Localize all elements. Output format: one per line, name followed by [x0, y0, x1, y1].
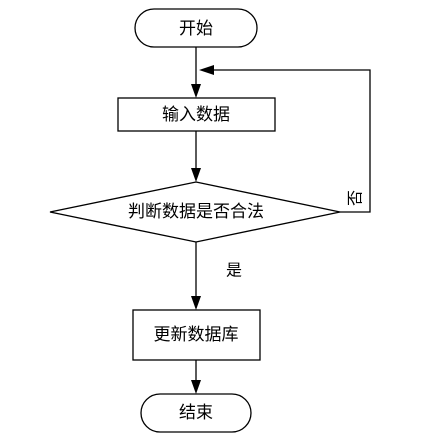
node-update-label: 更新数据库	[154, 325, 239, 345]
edge-check-to-input-arrowhead	[199, 65, 214, 75]
node-end: 结束	[140, 393, 252, 433]
node-end-shape	[140, 393, 252, 433]
edge-no-label: 否	[346, 190, 365, 206]
node-input: 输入数据	[117, 97, 276, 132]
node-check-label: 判断数据是否合法	[128, 202, 264, 222]
edge-update-to-end-arrowhead	[191, 380, 201, 394]
node-check: 判断数据是否合法	[49, 181, 341, 243]
edge-update-to-end	[191, 360, 201, 394]
edge-start-to-input	[191, 47, 201, 98]
node-start: 开始	[134, 8, 258, 48]
node-input-shape	[117, 97, 276, 132]
edge-check-to-input-line	[212, 69, 371, 213]
edge-yes-label: 是	[226, 261, 242, 280]
edge-check-to-update-arrowhead	[191, 296, 201, 310]
edge-check-to-input: 否	[199, 65, 371, 213]
edge-input-to-check-arrowhead	[191, 168, 201, 182]
node-input-label: 输入数据	[162, 105, 230, 125]
node-update: 更新数据库	[132, 309, 261, 361]
edge-check-to-update: 是	[191, 242, 242, 310]
node-start-label: 开始	[179, 19, 213, 39]
edge-input-to-check	[191, 131, 201, 182]
node-end-label: 结束	[179, 403, 213, 423]
edge-start-to-input-arrowhead	[191, 84, 201, 98]
